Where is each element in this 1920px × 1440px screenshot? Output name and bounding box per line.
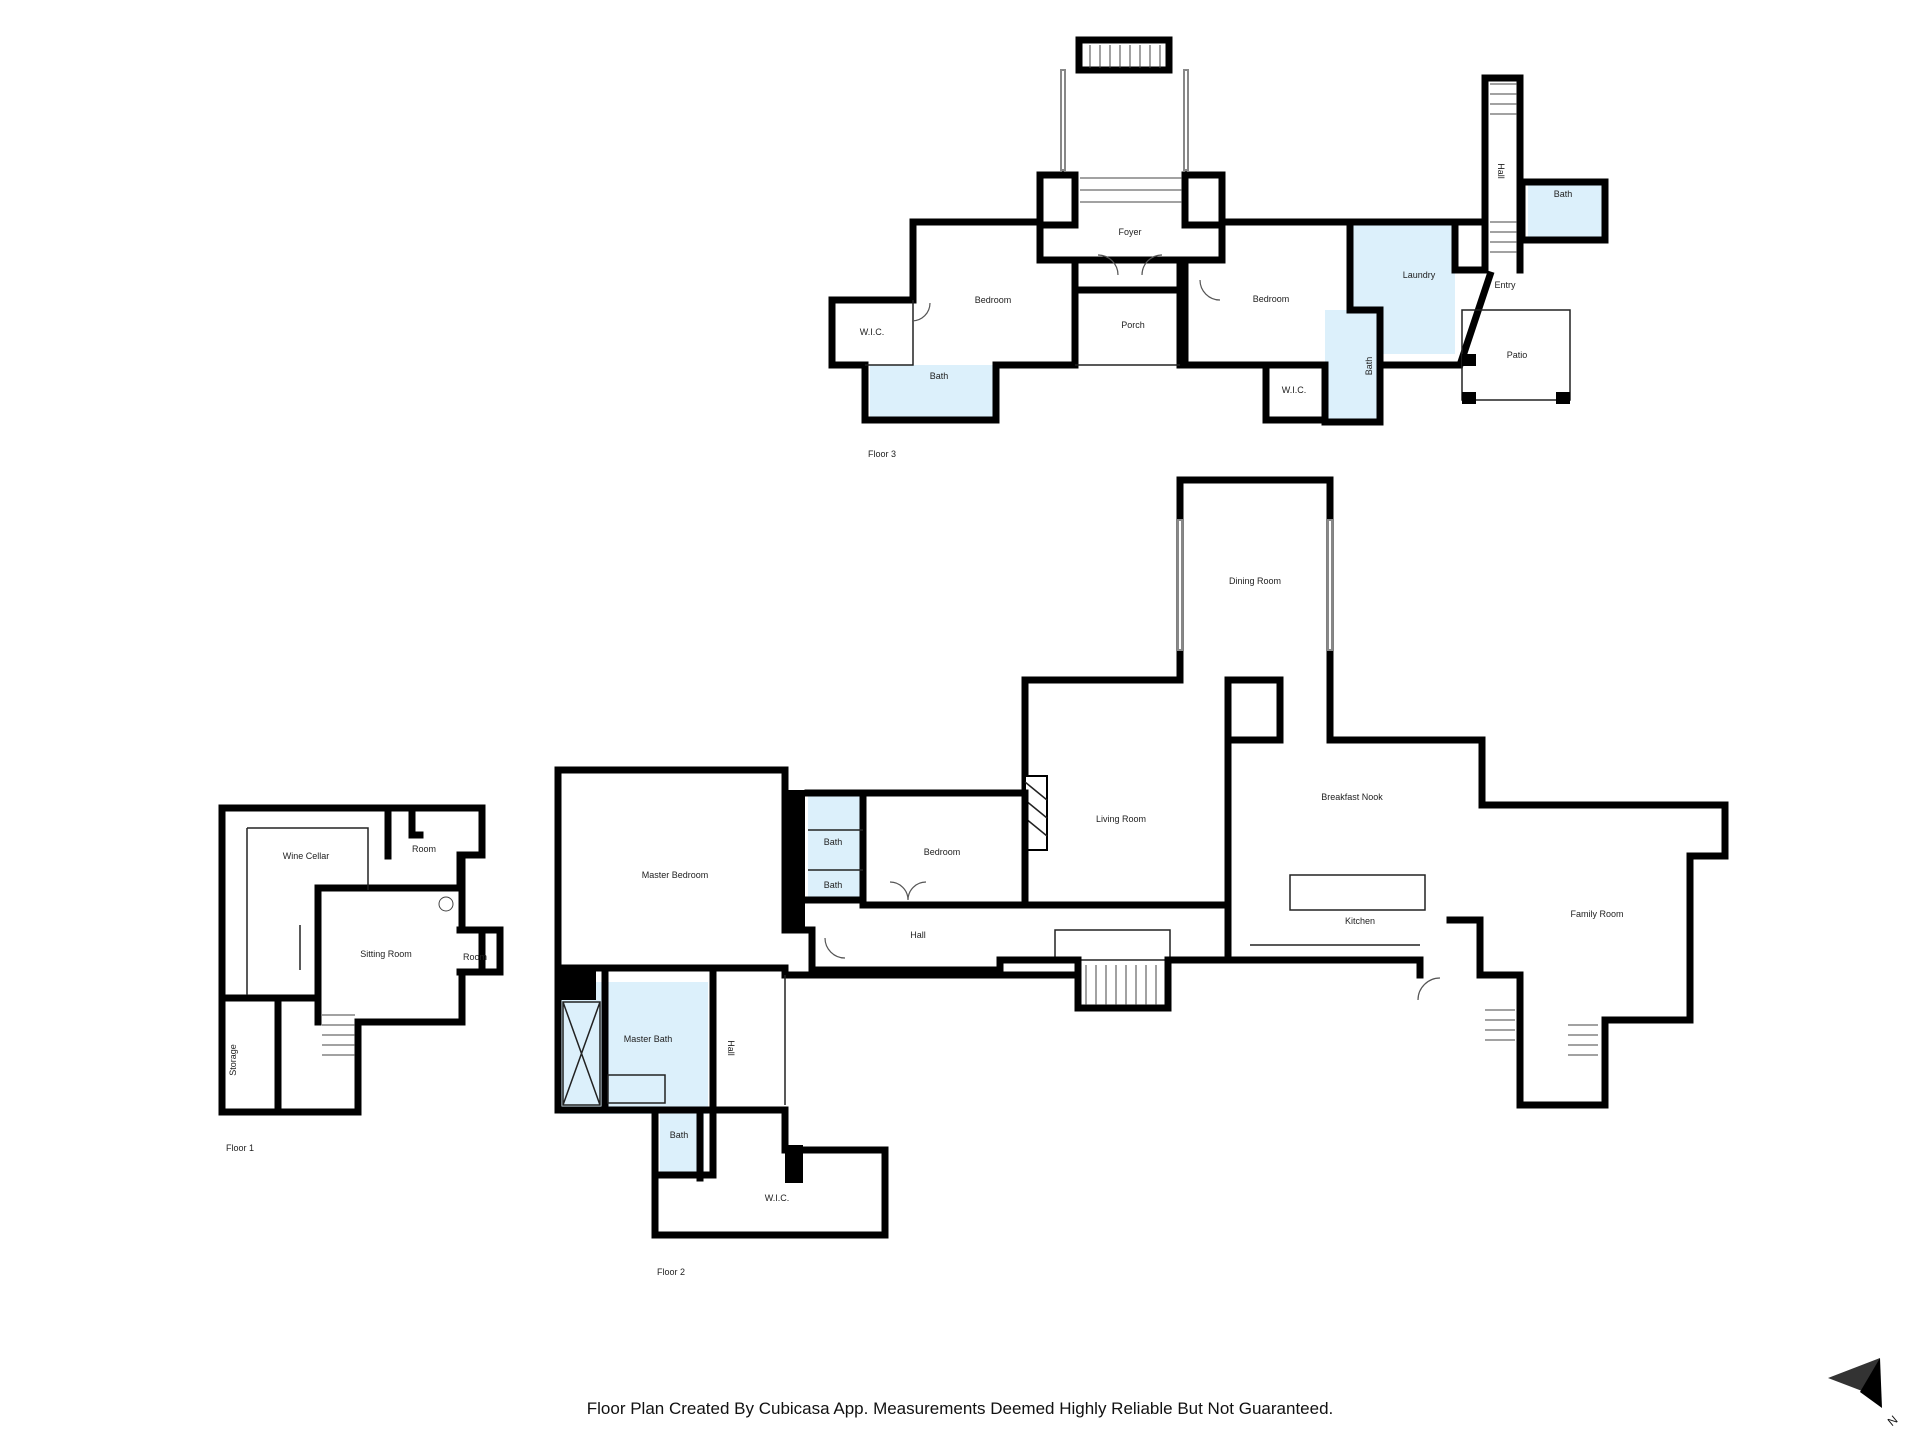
room-label-f3-hall: Hall: [1496, 163, 1506, 179]
room-label-f2-bath-c: Bath: [670, 1130, 689, 1140]
room-label-f2-bath-b: Bath: [824, 880, 843, 890]
room-label-f1-sitting: Sitting Room: [360, 949, 412, 959]
floor-label-1: Floor 1: [226, 1143, 254, 1153]
floor-2-plan: [554, 476, 1729, 1239]
room-label-f3-foyer: Foyer: [1118, 227, 1141, 237]
room-label-f2-bath-a: Bath: [824, 837, 843, 847]
room-label-f2-master-bed: Master Bedroom: [642, 870, 709, 880]
room-label-f1-wine: Wine Cellar: [283, 851, 330, 861]
room-label-f1-room-top: Room: [412, 844, 436, 854]
room-label-f2-master-bath: Master Bath: [624, 1034, 673, 1044]
room-label-f2-dining: Dining Room: [1229, 576, 1281, 586]
room-label-f1-storage: Storage: [228, 1044, 238, 1076]
room-label-f2-living: Living Room: [1096, 814, 1146, 824]
footer-disclaimer: Floor Plan Created By Cubicasa App. Meas…: [586, 1399, 1334, 1418]
room-label-f2-breakfast: Breakfast Nook: [1321, 792, 1383, 802]
room-label-f3-bath-far: Bath: [1554, 189, 1573, 199]
room-label-f2-kitchen: Kitchen: [1345, 916, 1375, 926]
room-label-f2-wic: W.I.C.: [765, 1193, 790, 1203]
floor-3-plan: [828, 36, 1609, 426]
room-label-f3-patio: Patio: [1507, 350, 1528, 360]
room-label-f3-bedroom-right: Bedroom: [1253, 294, 1290, 304]
room-label-f3-laundry: Laundry: [1403, 270, 1436, 280]
floor-label-2: Floor 2: [657, 1267, 685, 1277]
room-label-f2-bedroom: Bedroom: [924, 847, 961, 857]
room-label-f3-entry: Entry: [1494, 280, 1516, 290]
room-label-f3-porch: Porch: [1121, 320, 1145, 330]
room-label-f3-wic-right: W.I.C.: [1282, 385, 1307, 395]
compass-north-arrow-icon: N: [1828, 1358, 1900, 1429]
room-label-f3-wic-left: W.I.C.: [860, 327, 885, 337]
room-label-f3-bedroom-left: Bedroom: [975, 295, 1012, 305]
floor-1-plan: [218, 804, 504, 1116]
room-label-f2-family: Family Room: [1570, 909, 1623, 919]
room-label-f3-bath-left: Bath: [930, 371, 949, 381]
room-label-f2-hall: Hall: [910, 930, 926, 940]
room-label-f2-hall-v: Hall: [726, 1040, 736, 1056]
room-label-f1-room-small: Room: [463, 952, 487, 962]
room-label-f3-bath-right: Bath: [1364, 357, 1374, 376]
floor-label-3: Floor 3: [868, 449, 896, 459]
